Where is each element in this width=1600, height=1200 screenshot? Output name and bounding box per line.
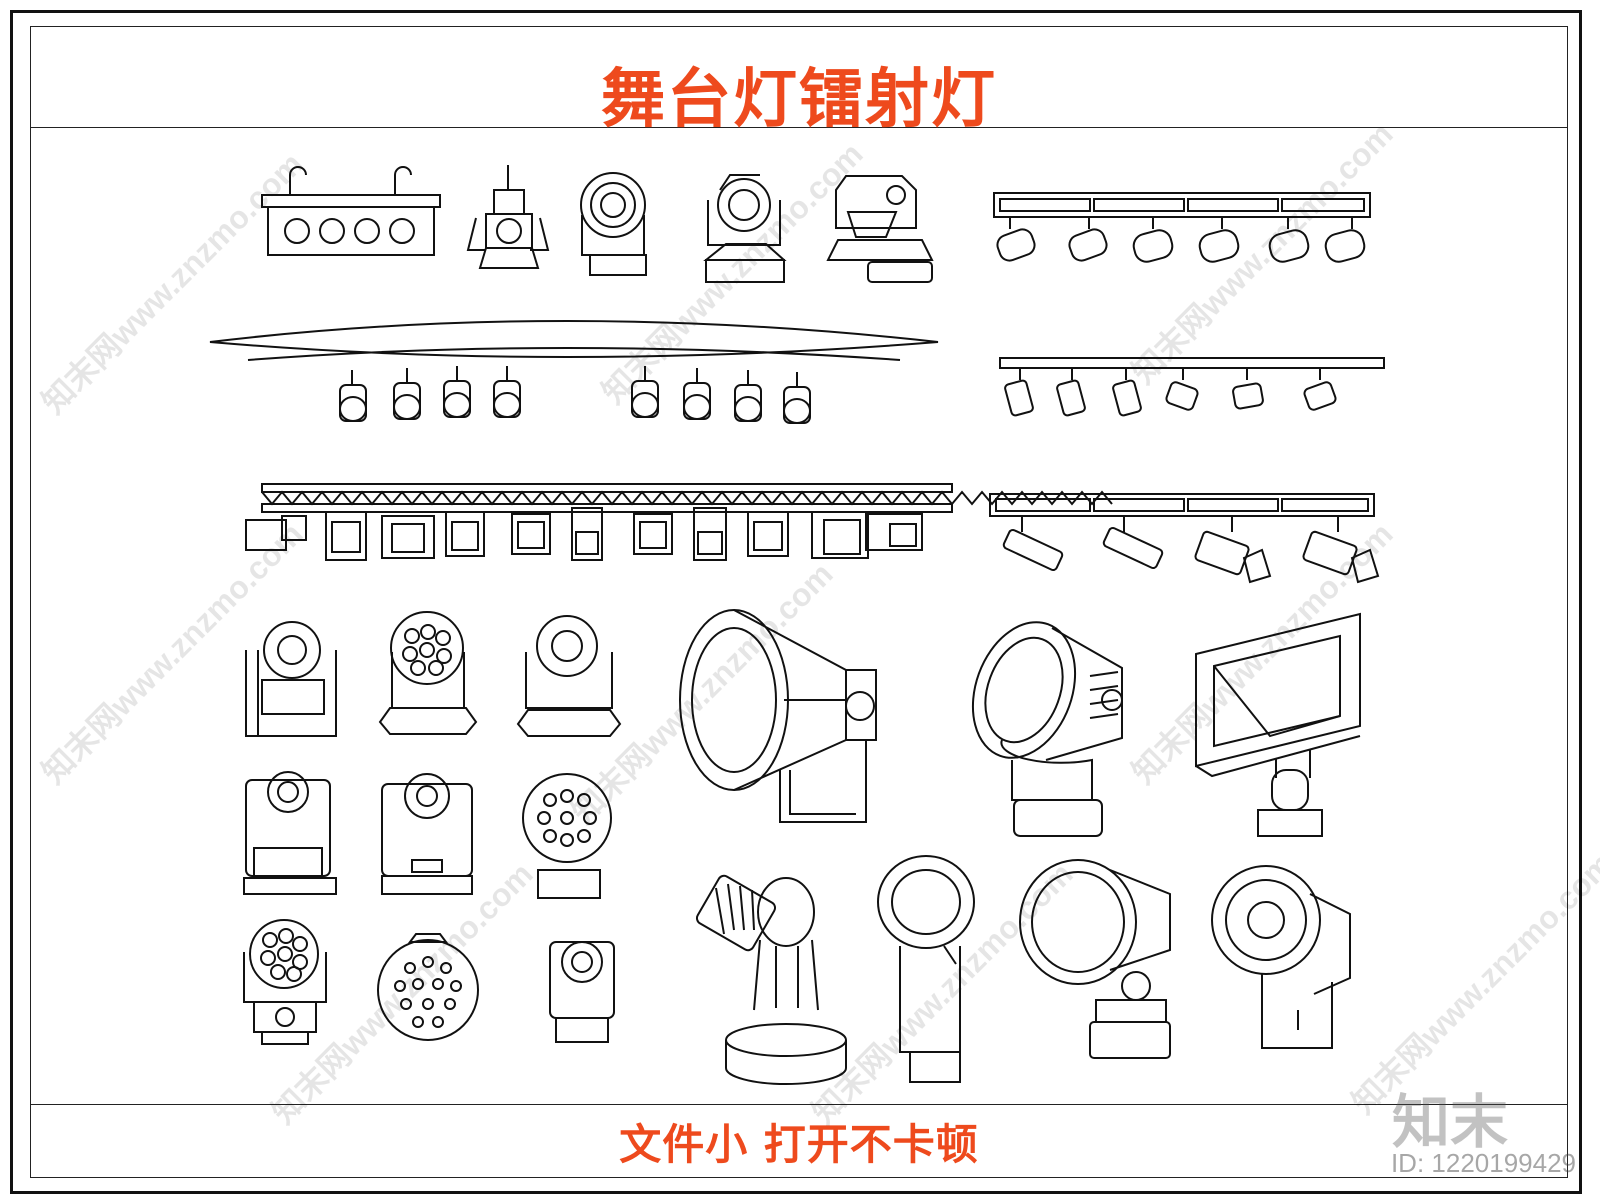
- beam-moving-head-icon: [706, 175, 784, 282]
- moving-head-grid-icon: [244, 612, 620, 1044]
- garden-spot-icons: [695, 856, 1350, 1084]
- track-theatre-spot-row-icon: [990, 494, 1378, 582]
- curved-truss-spotlights-icon: [210, 321, 938, 423]
- led-bar-light-icon: [262, 167, 440, 255]
- led-wash-moving-head-icon: [581, 173, 646, 275]
- scanner-light-icon: [828, 176, 932, 282]
- track-spotlight-row-icon: [994, 193, 1370, 264]
- inner-frame: [30, 26, 1568, 1178]
- rectangular-floodlight-icon: [1196, 614, 1360, 836]
- footer-caption: 文件小 打开不卡顿: [619, 1120, 979, 1169]
- outer-frame: [10, 10, 1582, 1194]
- outdoor-floodlight-icon: [955, 608, 1122, 836]
- profile-spot-light-icon: [468, 165, 548, 268]
- footer-band: 文件小 打开不卡顿: [30, 1104, 1568, 1178]
- title-band: 舞台灯镭射灯: [30, 26, 1568, 137]
- id-label: ID: 1220199429: [1390, 1148, 1576, 1178]
- brand-logo: 知末: [1391, 1088, 1508, 1156]
- track-cylinder-spot-row-icon: [1000, 358, 1384, 416]
- truss-par-cans-icon: [246, 484, 1112, 560]
- searchlight-icon: [680, 610, 876, 822]
- page-title: 舞台灯镭射灯: [601, 63, 997, 137]
